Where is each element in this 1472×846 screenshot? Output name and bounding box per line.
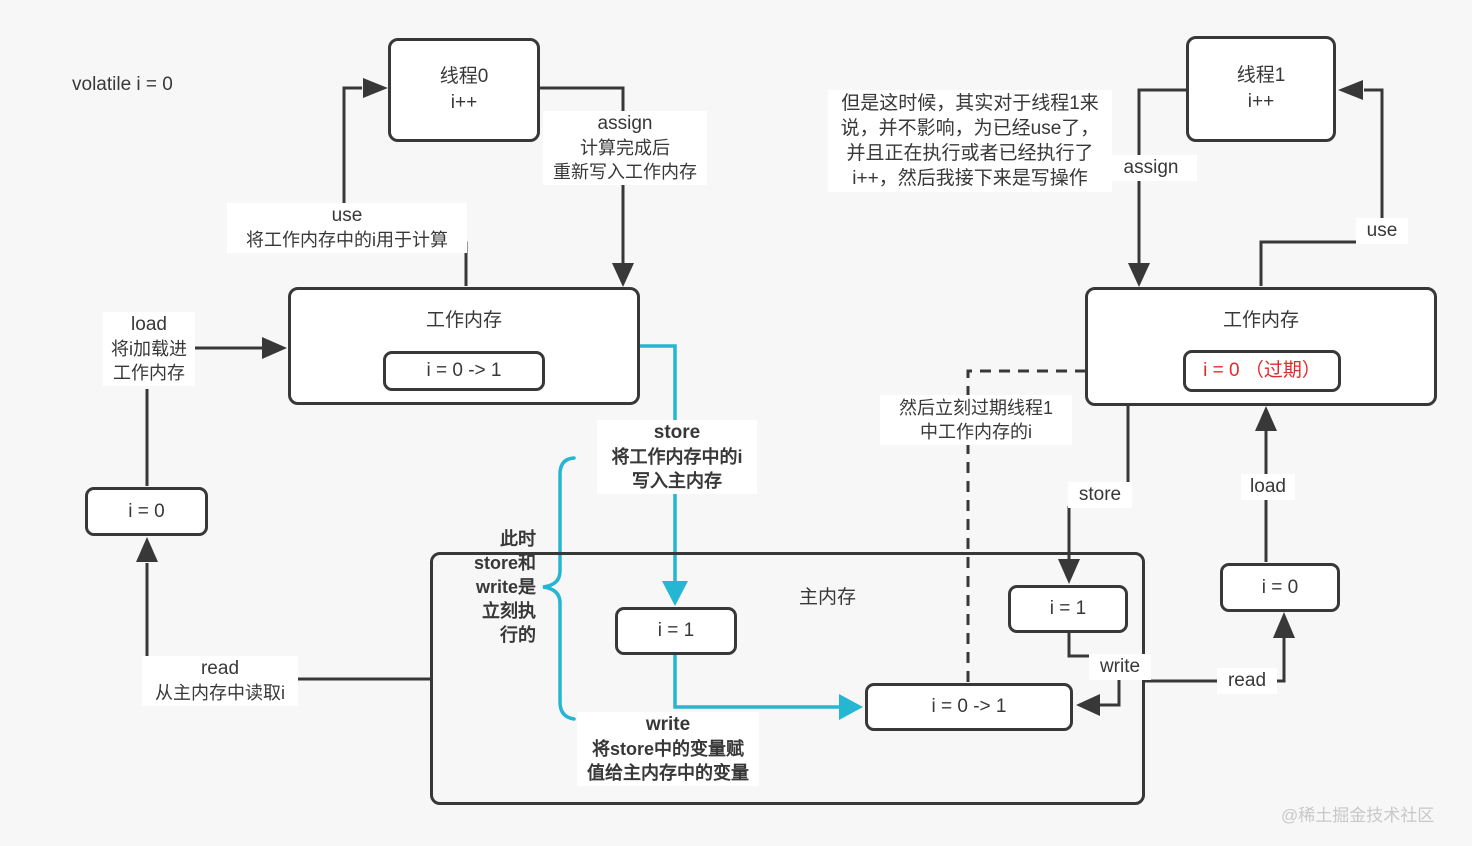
store-cyan-label-zh2: 写入主内存 [632,471,722,491]
write-right-line-upper [1067,633,1089,658]
assign-right-line [1137,88,1186,263]
thread1-operation: i++ [1247,91,1275,112]
write-cyan-label: write 将store中的变量赋 值给主内存中的变量 [577,712,759,786]
write-cyan-label-en: write [645,714,691,735]
use-left-label: use 将工作内存中的i用于计算 [227,203,467,253]
expire-dashed-line [966,369,1155,682]
assign-left-label: assign 计算完成后 重新写入工作内存 [543,111,707,185]
expire-note-line-2: 中工作内存的i [920,422,1032,442]
assign-right-label: assign [1105,155,1197,181]
write-cyan-label-zh2: 值给主内存中的变量 [587,763,749,783]
use-left-label-en: use [331,205,363,226]
cyan-curly-brace [542,456,576,721]
thread1-title: 线程1 [1236,65,1286,86]
main-memory-i01-box: i = 0 -> 1 [865,683,1073,731]
main-memory-box: 主内存 i = 1 i = 0 -> 1 i = 1 [430,552,1145,805]
store-right-arrowhead [1058,559,1080,584]
working-memory-left-box: 工作内存 i = 0 -> 1 [288,287,640,405]
thread0-operation: i++ [450,92,478,113]
load-right-arrowhead [1255,406,1277,431]
main-memory-i1-right-box: i = 1 [1008,585,1128,633]
read-right-arrowhead [1273,612,1295,638]
use-right-arrowhead [1338,80,1363,100]
load-left-label-zh2: 工作内存 [113,363,185,383]
brace-note-line-1: 此时 [500,529,536,549]
read-left-label: read 从主内存中读取i [142,656,298,706]
store-cyan-label-en: store [653,422,701,443]
use-left-label-zh: 将工作内存中的i用于计算 [246,230,448,250]
load-right-label: load [1241,474,1295,500]
load-left-label: load 将i加载进 工作内存 [103,312,195,386]
working-memory-right-stale-value-box: i = 0 （过期） [1183,350,1341,392]
read-left-arrowhead [136,537,158,562]
read-right-label: read [1217,668,1277,694]
expire-note: 然后立刻过期线程1 中工作内存的i [880,395,1072,445]
load-left-label-zh1: 将i加载进 [111,339,187,359]
thread0-box: 线程0 i++ [388,38,540,142]
write-right-line-lower [1100,678,1121,707]
thread1-box: 线程1 i++ [1186,36,1336,142]
store-cyan-line [636,344,677,583]
brace-note-line-2: store和 [473,553,536,573]
paragraph-line-1: 但是这时候，其实对于线程1来 [841,93,1099,114]
thread0-title: 线程0 [439,66,489,87]
paragraph-line-4: i++，然后我接下来是写操作 [852,168,1088,189]
working-memory-left-value-box: i = 0 -> 1 [383,351,545,391]
i0-left-box: i = 0 [85,487,208,536]
assign-right-arrowhead [1128,263,1150,287]
assign-left-label-en: assign [597,113,653,134]
i0-right-box: i = 0 [1220,563,1340,612]
brace-note-line-3: write是 [475,577,536,597]
assign-left-arrowhead [612,263,634,287]
write-cyan-label-zh1: 将store中的变量赋 [591,739,744,759]
load-left-label-en: load [131,314,167,335]
assign-left-line [540,86,625,263]
working-memory-left-title: 工作内存 [425,310,502,331]
store-cyan-label: store 将工作内存中的i 写入主内存 [597,420,757,494]
read-left-label-en: read [200,658,240,679]
paragraph-line-3: 并且正在执行或者已经执行了 [846,143,1094,164]
brace-note-line-5: 行的 [500,625,536,645]
brace-note-line-4: 立刻执 [482,601,536,621]
thread1-explanation-paragraph: 但是这时候，其实对于线程1来 说，并不影响，为已经use了， 并且正在执行或者已… [828,90,1112,192]
load-left-arrowhead [262,337,287,359]
watermark: @稀土掘金技术社区 [1281,806,1435,825]
write-right-arrowhead [1076,694,1100,716]
use-right-label: use [1356,218,1408,244]
assign-left-label-zh1: 计算完成后 [580,138,670,158]
assign-left-label-zh2: 重新写入工作内存 [553,162,697,182]
working-memory-right-title: 工作内存 [1222,310,1299,331]
working-memory-right-box: 工作内存 i = 0 （过期） [1085,287,1437,406]
main-memory-i1-center-box: i = 1 [615,607,737,655]
write-cyan-line [673,653,841,709]
use-left-line [342,86,362,210]
brace-note: 此时 store和 write是 立刻执 行的 [448,526,538,648]
use-left-arrowhead [363,78,388,98]
volatile-note: volatile i = 0 [72,74,173,95]
write-cyan-arrowhead [839,694,863,720]
write-right-label: write [1089,654,1151,680]
paragraph-line-2: 说，并不影响，为已经use了， [840,118,1100,139]
expire-note-line-1: 然后立刻过期线程1 [898,398,1053,418]
main-memory-title: 主内存 [799,587,857,608]
store-cyan-label-zh1: 将工作内存中的i [611,447,743,467]
store-cyan-arrowhead [662,581,688,606]
store-right-label: store [1068,482,1132,508]
read-left-label-zh: 从主内存中读取i [155,683,285,703]
